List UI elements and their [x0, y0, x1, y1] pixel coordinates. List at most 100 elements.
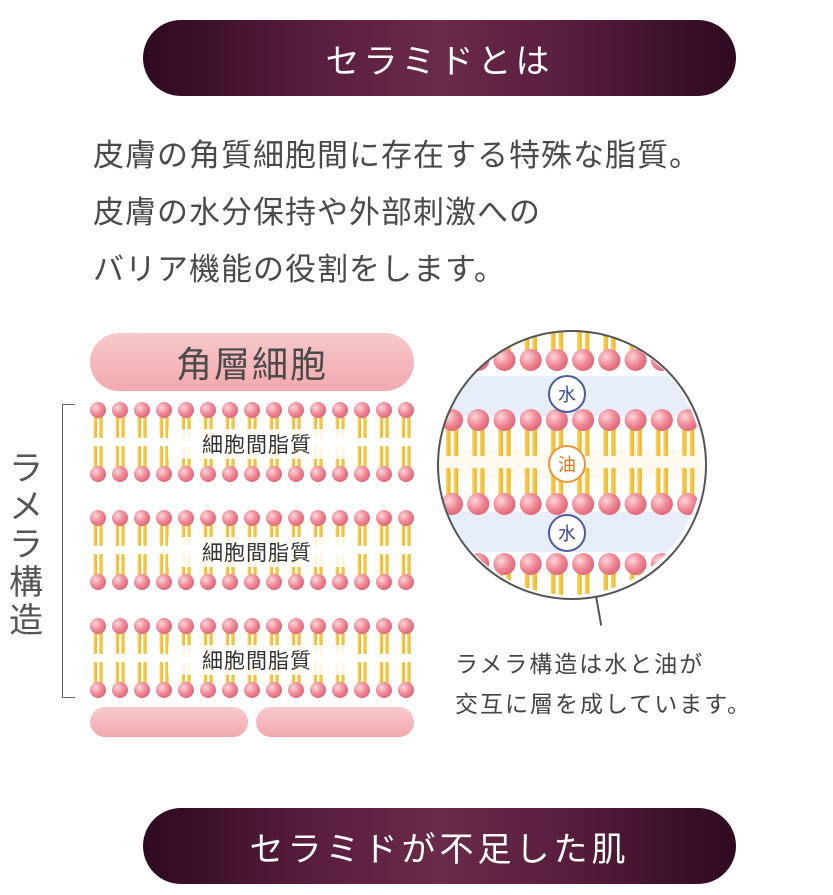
lipid-head	[200, 510, 216, 526]
note-line-1: ラメラ構造は水と油が	[455, 652, 705, 678]
lipid-head	[266, 574, 282, 590]
lipid-head	[90, 682, 106, 698]
lipid-head	[376, 682, 392, 698]
lipid-molecule-top	[156, 510, 172, 546]
lipid-head	[310, 510, 326, 526]
lipid-head	[398, 574, 414, 590]
lamella-note: ラメラ構造は水と油が 交互に層を成しています。	[455, 645, 833, 725]
lipid-head	[310, 466, 326, 482]
lipid-head	[398, 682, 414, 698]
lipid-tail	[445, 331, 451, 360]
zoom-lipid-molecule	[441, 553, 463, 595]
lamella-char-2: メ	[9, 487, 43, 527]
lipid-molecule-bottom	[376, 446, 392, 482]
lipid-molecule-bottom	[90, 446, 106, 482]
lipid-tail	[445, 564, 451, 595]
lipid-tail	[479, 564, 485, 595]
lipid-head	[200, 466, 216, 482]
intercellular-lipid-label-3: 細胞間脂質	[168, 645, 346, 675]
lipid-head	[376, 466, 392, 482]
lipid-head	[200, 682, 216, 698]
lipid-molecule-top	[398, 618, 414, 654]
lipid-tail	[472, 331, 477, 360]
lipid-molecule-bottom	[354, 662, 370, 698]
lipid-head	[178, 618, 194, 634]
lipid-head	[354, 466, 370, 482]
intro-line-1: 皮膚の角質細胞間に存在する特殊な脂質。	[93, 138, 701, 174]
lipid-head	[310, 682, 326, 698]
lipid-head	[376, 574, 392, 590]
lipid-head	[156, 574, 172, 590]
lipid-molecule-top	[376, 618, 392, 654]
lipid-molecule-bottom	[354, 554, 370, 590]
lipid-molecule-bottom	[156, 554, 172, 590]
lipid-head	[398, 466, 414, 482]
lipid-head	[354, 574, 370, 590]
lipid-head	[90, 466, 106, 482]
lipid-head	[354, 510, 370, 526]
lipid-head	[441, 349, 463, 371]
lipid-head	[222, 682, 238, 698]
lipid-head	[134, 466, 150, 482]
oil-badge-text: 油	[558, 455, 576, 476]
lipid-head	[244, 402, 260, 418]
lipid-head	[354, 402, 370, 418]
lipid-head	[134, 402, 150, 418]
intercellular-lipid-label-2: 細胞間脂質	[168, 537, 346, 567]
lipid-head	[134, 510, 150, 526]
lipid-head	[244, 682, 260, 698]
water-badge-top: 水	[548, 375, 586, 413]
lipid-head	[90, 574, 106, 590]
lipid-head	[266, 402, 282, 418]
water-badge-top-text: 水	[558, 385, 576, 406]
lipid-head	[156, 618, 172, 634]
lipid-molecule-top	[398, 402, 414, 438]
lipid-molecule-top	[90, 618, 106, 654]
lipid-head	[156, 466, 172, 482]
lipid-head	[266, 682, 282, 698]
water-badge-bottom: 水	[548, 514, 586, 552]
lipid-head	[222, 574, 238, 590]
lipid-molecule-top	[354, 510, 370, 546]
intro-line-3: バリア機能の役割をします。	[93, 252, 506, 288]
lipid-head	[310, 618, 326, 634]
lipid-head	[376, 510, 392, 526]
zoom-circle	[437, 330, 707, 600]
lipid-head	[112, 510, 128, 526]
lipid-head	[112, 574, 128, 590]
horny-cell-label: 角層細胞	[175, 345, 328, 386]
lamella-bracket	[62, 404, 75, 698]
lipid-tail	[655, 331, 661, 360]
lipid-molecule-top	[134, 510, 150, 546]
lamella-char-5: 造	[9, 601, 43, 641]
lipid-head	[90, 618, 106, 634]
lipid-molecule-bottom	[134, 554, 150, 590]
lipid-head	[156, 682, 172, 698]
lipid-molecule-top	[112, 618, 128, 654]
lipid-molecule-bottom	[354, 446, 370, 482]
lipid-head	[332, 510, 348, 526]
lipid-molecule-bottom	[376, 554, 392, 590]
lipid-molecule-top	[134, 618, 150, 654]
horny-cell-bottom-left	[90, 707, 248, 737]
lipid-head	[244, 618, 260, 634]
lipid-head	[266, 466, 282, 482]
lipid-head	[441, 553, 463, 575]
lipid-head	[178, 466, 194, 482]
lipid-molecule-top	[376, 510, 392, 546]
lipid-head	[200, 574, 216, 590]
lipid-molecule-top	[156, 618, 172, 654]
section-title-ceramide-deficient-skin: セラミドが不足した肌	[143, 808, 736, 884]
lipid-head	[222, 618, 238, 634]
lipid-tail	[689, 564, 695, 595]
lamella-char-1: ラ	[9, 449, 43, 489]
lipid-molecule-bottom	[134, 446, 150, 482]
lipid-head	[178, 682, 194, 698]
lipid-molecule-bottom	[156, 662, 172, 698]
lipid-head	[244, 466, 260, 482]
lipid-molecule-top	[398, 510, 414, 546]
water-badge-bottom-text: 水	[558, 524, 576, 545]
lipid-head	[288, 402, 304, 418]
lipid-tail	[663, 331, 669, 360]
lipid-molecule-bottom	[112, 662, 128, 698]
